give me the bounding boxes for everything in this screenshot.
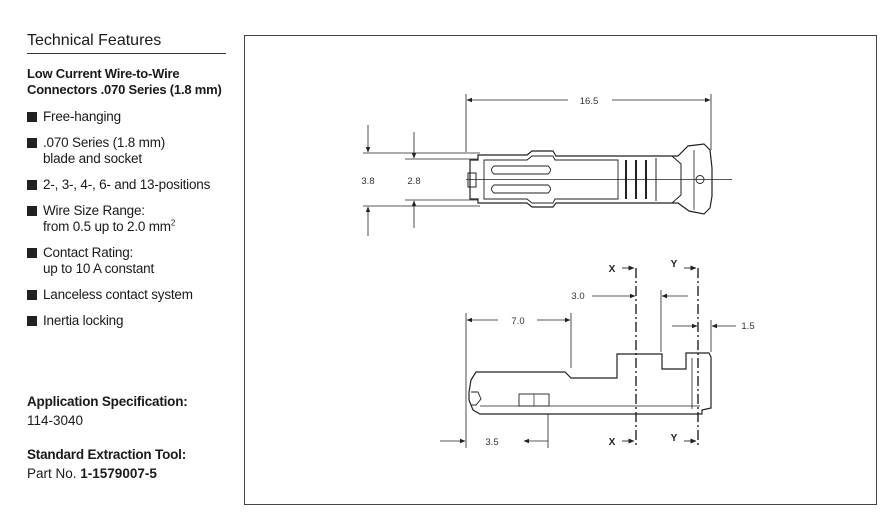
bullet-square-icon [27, 316, 37, 326]
contact-top-view: 16.5 3.8 2.8 [361, 94, 732, 236]
dim-3-label: 3.0 [571, 291, 584, 302]
dim-outer-label: 3.8 [361, 176, 374, 187]
section-x-top-label: X [609, 264, 616, 275]
extraction-tool-label: Standard Extraction Tool: [27, 447, 187, 462]
bullet-square-icon [27, 180, 37, 190]
feature-item: Contact Rating:up to 10 A constant [27, 245, 237, 277]
bullet-square-icon [27, 112, 37, 122]
bullet-square-icon [27, 290, 37, 300]
section-y-top-label: Y [671, 259, 678, 270]
application-spec: Application Specification: 114-3040 [27, 394, 188, 428]
feature-item: Wire Size Range:from 0.5 up to 2.0 mm2 [27, 203, 237, 235]
dim-inner-label: 2.8 [407, 176, 420, 187]
bullet-square-icon [27, 248, 37, 258]
part-number: 1-1579007-5 [80, 466, 157, 481]
application-spec-label: Application Specification: [27, 394, 188, 409]
feature-item: Lanceless contact system [27, 287, 237, 303]
technical-drawing-frame [244, 35, 877, 505]
extraction-tool-value: Part No. 1-1579007-5 [27, 466, 157, 481]
feature-item: 2-, 3-, 4-, 6- and 13-positions [27, 177, 237, 193]
section-title: Technical Features [27, 32, 162, 49]
dim-15-label: 1.5 [741, 321, 754, 332]
dim-7-label: 7.0 [511, 316, 524, 327]
dim-35-label: 3.5 [485, 437, 498, 448]
product-subtitle: Low Current Wire-to-Wire Connectors .070… [27, 66, 222, 97]
bullet-square-icon [27, 206, 37, 216]
section-x-bottom-label: X [609, 437, 616, 448]
bullet-square-icon [27, 138, 37, 148]
feature-item: Inertia locking [27, 313, 237, 329]
section-y-bottom-label: Y [671, 433, 678, 444]
application-spec-value: 114-3040 [27, 413, 84, 428]
feature-list: Free-hanging .070 Series (1.8 mm)blade a… [27, 109, 237, 339]
contact-side-view: 7.0 3.0 1.5 3.5 X X Y Y [440, 259, 755, 448]
feature-item: .070 Series (1.8 mm)blade and socket [27, 135, 237, 167]
wire-size-superscript: 2 [170, 218, 176, 228]
dim-length-label: 16.5 [580, 96, 599, 107]
feature-item: Free-hanging [27, 109, 237, 125]
extraction-tool: Standard Extraction Tool: Part No. 1-157… [27, 447, 186, 481]
divider [27, 53, 226, 54]
